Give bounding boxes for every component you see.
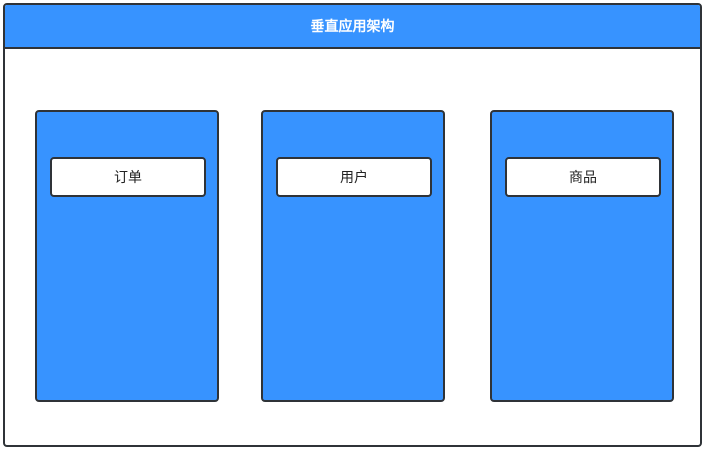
diagram-title: 垂直应用架构 [5, 5, 700, 49]
module-order-label: 订单 [50, 157, 206, 197]
module-user-label: 用户 [276, 157, 432, 197]
module-user: 用户 [261, 110, 445, 402]
module-product-label: 商品 [505, 157, 661, 197]
module-product: 商品 [490, 110, 674, 402]
module-order: 订单 [35, 110, 219, 402]
